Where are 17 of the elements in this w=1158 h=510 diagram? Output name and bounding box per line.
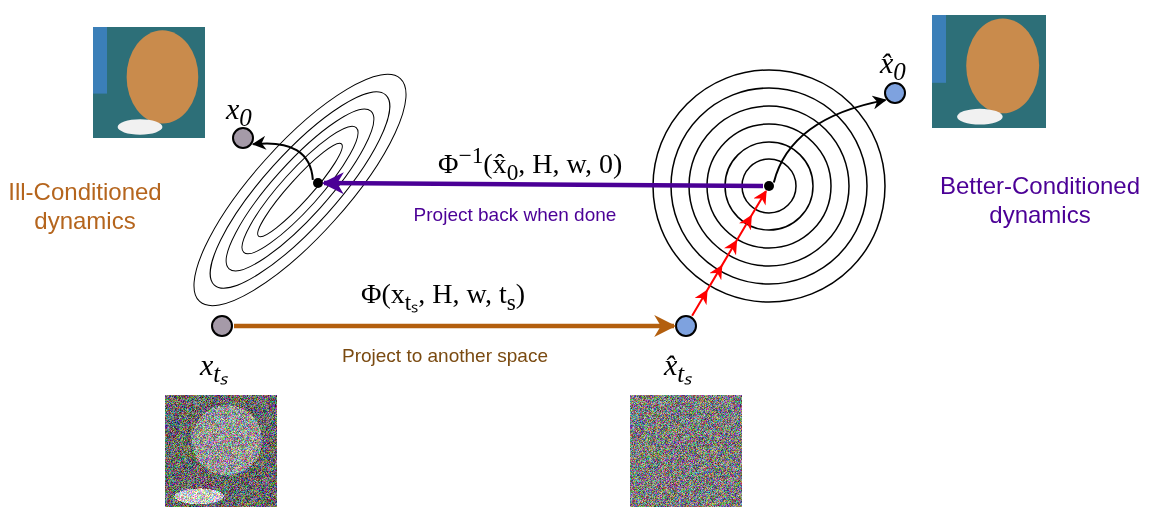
math-label: x̂$_{tₛ}$: [664, 350, 693, 386]
annotation: Project back when done: [412, 204, 618, 227]
math-label: x$_{0}$: [226, 94, 252, 130]
heading: Ill-Conditioned dynamics: [7, 178, 163, 236]
arrow: [772, 95, 887, 184]
arrow: [234, 315, 677, 337]
arrow: [321, 172, 763, 195]
heading: Better-Conditioned dynamics: [938, 172, 1142, 230]
annotation: Project to another space: [341, 345, 549, 368]
edge-label: Φ(x$_{tₛ}$, H, w, t$_{s}$): [361, 278, 526, 317]
math-label: x$_{tₛ}$: [200, 350, 229, 386]
arrow: [691, 190, 767, 317]
arrow: [251, 136, 314, 181]
center-dot: [313, 178, 323, 188]
edge-label: Φ$^{−1}$(x̂$_{0}$, H, w, 0): [438, 142, 623, 186]
math-label: x̂$_{0}$: [880, 48, 906, 84]
center-dot: [764, 181, 774, 191]
